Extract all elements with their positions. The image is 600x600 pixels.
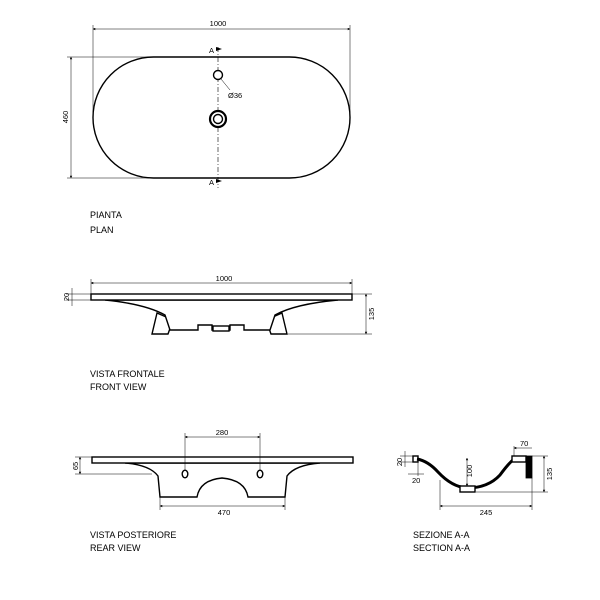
rear-caption-en: REAR VIEW [90, 543, 141, 553]
section-view: 70 20 20 100 135 245 SEZIONE A-A SECTION… [395, 439, 554, 553]
section-mark-top-arrow-icon [216, 47, 222, 51]
rear-body [124, 462, 321, 498]
rear-fixing-hole-right [256, 469, 264, 479]
front-height-label: 135 [367, 308, 376, 321]
front-drain [212, 325, 230, 332]
section-caption-en: SECTION A-A [413, 543, 470, 553]
plan-caption-it: PIANTA [90, 210, 122, 220]
tap-hole [212, 69, 224, 81]
section-mark-top: A [209, 46, 214, 55]
rear-body-label: 470 [218, 508, 231, 517]
section-back-label: 70 [520, 439, 528, 448]
drain-inner [212, 113, 224, 125]
section-depth-label: 245 [480, 508, 493, 517]
plan-view: 1000 460 A A Ø36 PIANTA PLAN [61, 19, 351, 235]
section-drain-block [459, 485, 476, 493]
rear-fixing-hole-left [181, 469, 189, 479]
section-mark-bottom: A [209, 178, 214, 187]
hole-leader-line [220, 78, 231, 91]
section-back-wall [525, 455, 533, 479]
front-caption-it: VISTA FRONTALE [90, 369, 165, 379]
front-caption-en: FRONT VIEW [90, 382, 147, 392]
front-top-slab [90, 293, 353, 301]
rear-caption-it: VISTA POSTERIORE [90, 530, 176, 540]
front-thickness-label: 20 [62, 293, 71, 301]
section-back-top [511, 455, 527, 463]
front-width-label: 1000 [216, 274, 233, 283]
plan-depth-label: 460 [61, 111, 70, 124]
front-bowl-body [104, 299, 339, 331]
rear-view: 280 65 470 VISTA POSTERIORE REAR VIEW [71, 428, 354, 553]
section-mark-bottom-arrow-icon [216, 179, 222, 183]
section-height-label: 135 [545, 468, 554, 481]
section-caption-it: SEZIONE A-A [413, 530, 470, 540]
section-bowl-depth-label: 100 [465, 465, 474, 478]
section-rim-height-label: 20 [395, 458, 404, 466]
hole-diameter-label: Ø36 [228, 91, 242, 100]
plan-caption-en: PLAN [90, 225, 114, 235]
section-rim-width-label: 20 [412, 476, 420, 485]
plan-width-label: 1000 [210, 19, 227, 28]
front-view: 1000 20 135 VISTA FRONTALE FRONT VIEW [62, 274, 376, 392]
rear-holes-label: 280 [216, 428, 229, 437]
rear-height-label: 65 [71, 462, 80, 470]
rear-top-slab [91, 456, 354, 464]
